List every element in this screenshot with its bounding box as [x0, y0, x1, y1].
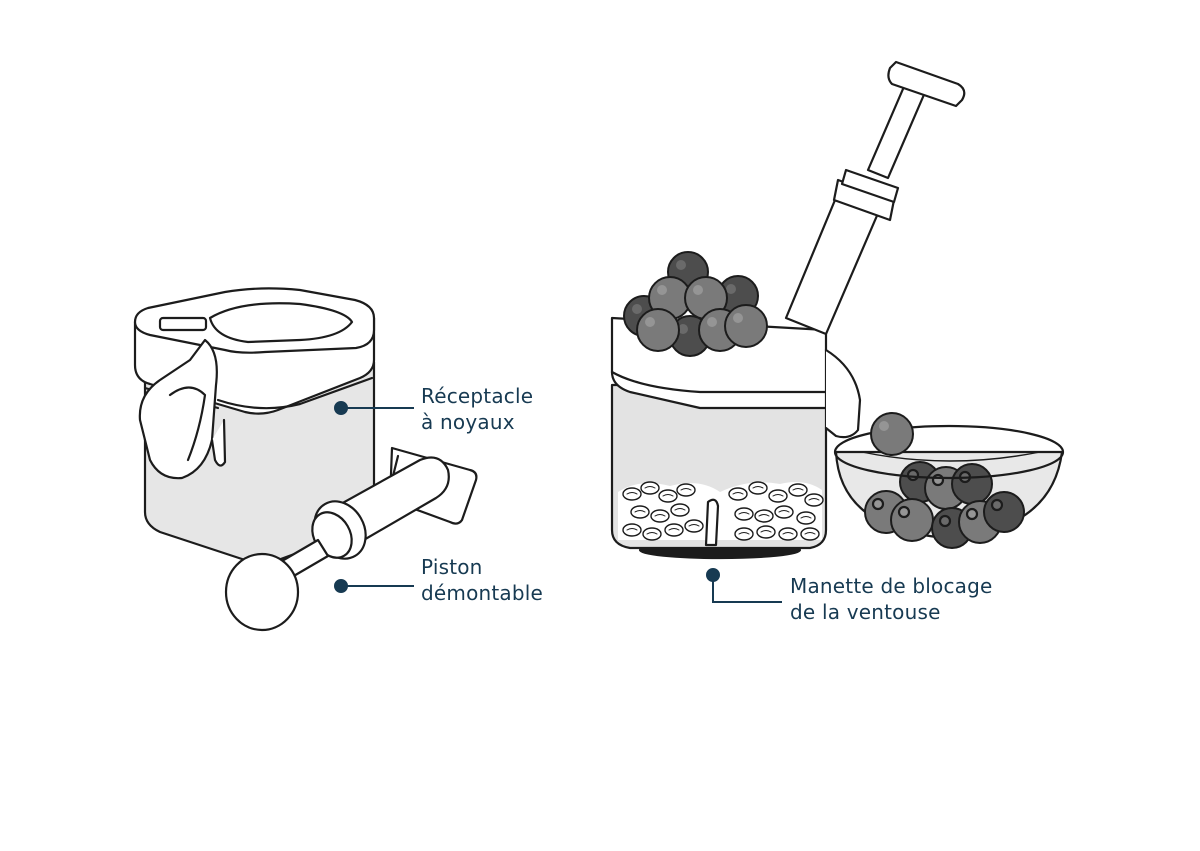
label-piston: Piston démontable [421, 554, 543, 606]
label-receptacle-line2: à noyaux [421, 410, 515, 434]
falling-cherry [870, 412, 914, 456]
label-piston-line2: démontable [421, 581, 544, 605]
cherry-pitter-illustration [133, 287, 376, 564]
cherries-hopper [623, 251, 768, 357]
label-handle-line1: Manette de blocage [790, 574, 993, 598]
callout-lines [334, 401, 782, 603]
cherry-bowl-illustration [833, 424, 1065, 550]
label-piston-line1: Piston [421, 555, 483, 579]
label-receptacle: Réceptacle à noyaux [421, 383, 533, 435]
label-receptacle-line1: Réceptacle [421, 384, 534, 408]
label-handle-line2: de la ventouse [790, 600, 941, 624]
label-handle: Manette de blocage de la ventouse [790, 573, 993, 625]
pitting-machine-illustration [610, 60, 966, 560]
removable-plunger-illustration [224, 446, 478, 632]
